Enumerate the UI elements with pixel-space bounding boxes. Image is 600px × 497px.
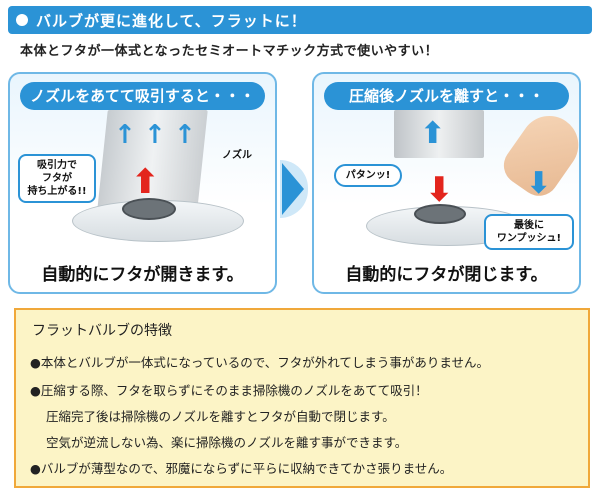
feature-line: ●本体とバルブが一体式になっているので、フタが外れてしまう事がありません。: [30, 355, 490, 370]
close-callout: パタンッ!: [334, 164, 402, 187]
push-down-arrow-icon: ⬇: [526, 166, 552, 201]
lid-close-arrow-icon: ⬇: [425, 170, 454, 210]
feature-line: ●バルブが薄型なので、邪魔にならずに平らに収納できてかさ張りません。: [30, 461, 453, 476]
lid-lift-arrow-icon: ⬆: [131, 162, 160, 202]
feature-line: 空気が逆流しない為、楽に掃除機のノズルを離す事ができます。: [46, 435, 408, 450]
valve-icon: [122, 198, 176, 220]
bullet-icon: [16, 14, 28, 26]
airflow-up-arrow-icon: ↑: [144, 120, 166, 150]
push-callout: 最後に ワンプッシュ!: [484, 214, 574, 250]
feature-line: ●圧縮する際、フタを取らずにそのまま掃除機のノズルをあてて吸引！: [30, 383, 428, 398]
next-step-arrow-icon: [282, 163, 304, 215]
panel-release: 圧縮後ノズルを離すと・・・ ⬆ ⬇ ⬇ パタンッ! 最後に ワンプッシュ! 自動…: [312, 72, 581, 294]
subtitle: 本体とフタが一体式となったセミオートマチック方式で使いやすい！: [20, 44, 439, 59]
nozzle-illustration: [394, 110, 484, 158]
callout-line: ワンプッシュ!: [496, 233, 562, 244]
callout-line: 吸引力で: [37, 160, 77, 171]
features-box: フラットバルブの特徴 ●本体とバルブが一体式になっているので、フタが外れてしまう…: [14, 308, 590, 488]
callout-line: フタが: [42, 173, 72, 184]
callout-line: 最後に: [514, 220, 544, 231]
valve-icon: [414, 204, 466, 224]
airflow-up-arrow-icon: ↑: [174, 120, 196, 150]
lift-callout: 吸引力で フタが 持ち上がる!!: [18, 154, 96, 203]
panel-suction-heading: ノズルをあてて吸引すると・・・: [20, 82, 265, 110]
callout-line: 持ち上がる!!: [27, 186, 87, 197]
features-title: フラットバルブの特徴: [32, 323, 172, 339]
panel-suction-result: 自動的にフタが開きます。: [41, 265, 244, 285]
header-bar: バルブが更に進化して、フラットに！: [8, 6, 592, 34]
feature-line: 圧縮完了後は掃除機のノズルを離すとフタが自動で閉じます。: [46, 409, 395, 424]
nozzle-up-arrow-icon: ⬆: [420, 116, 446, 151]
panel-release-heading: 圧縮後ノズルを離すと・・・: [324, 82, 569, 110]
airflow-up-arrow-icon: ↑: [114, 120, 136, 150]
panel-release-result: 自動的にフタが閉じます。: [345, 265, 548, 285]
nozzle-label: ノズル: [222, 150, 252, 161]
panel-suction: ノズルをあてて吸引すると・・・ ↑ ↑ ↑ ⬆ ノズル 吸引力で フタが 持ち上…: [8, 72, 277, 294]
header-title: バルブが更に進化して、フラットに！: [36, 12, 307, 30]
